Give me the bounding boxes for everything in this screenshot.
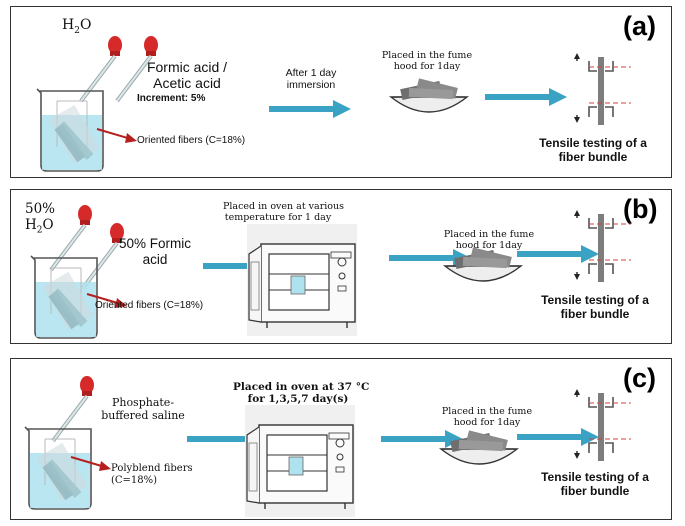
fiber-label: Polyblend fibers (C=18%) [111, 463, 193, 486]
panel-a: (a) H2O Formic acid / Acetic acid Increm… [10, 6, 672, 178]
oven-icon [246, 223, 358, 337]
fiber-label: Oriented fibers (C=18%) [95, 300, 204, 311]
immersion-label: After 1 day immersion [285, 67, 337, 92]
process-arrow-icon [485, 87, 571, 107]
pointer-arrow-icon [70, 456, 112, 472]
pointer-arrow-icon [96, 128, 138, 144]
tensile-test-label: Tensile testing of a fiber bundle [539, 136, 647, 164]
solvent-label: Formic acid / Acetic acid [146, 59, 228, 92]
panel-c: (c) Phosphate- buffered saline Polyblend… [10, 358, 672, 520]
oven-label: Placed in oven at 37 °C for 1,3,5,7 day(… [233, 381, 370, 406]
oven-icon [244, 404, 356, 518]
bowl-icon [444, 246, 522, 282]
tensile-test-icon [573, 209, 632, 283]
water-label: 50% H2O [25, 201, 56, 236]
solvent-label: 50% Formic acid [118, 236, 191, 267]
water-label: H2O [62, 17, 92, 36]
panel-b-label: (b) [623, 194, 658, 224]
oven-label: Placed in oven at various temperature fo… [223, 201, 344, 223]
solvent-label: Phosphate- buffered saline [101, 396, 185, 422]
increment-label: Increment: 5% [137, 93, 206, 104]
fume-hood-label: Placed in the fume hood for 1day [381, 50, 473, 72]
bowl-icon [390, 77, 468, 113]
fume-hood-label: Placed in the fume hood for 1day [441, 406, 533, 428]
tensile-test-label: Tensile testing of a fiber bundle [541, 293, 649, 321]
panel-c-label: (c) [623, 363, 656, 393]
fume-hood-label: Placed in the fume hood for 1day [443, 229, 535, 251]
panel-b: (b) 50% H2O 50% Formic acid Oriented fib… [10, 189, 672, 344]
tensile-test-icon [573, 388, 632, 462]
panel-a-label: (a) [623, 11, 656, 41]
bowl-icon [440, 429, 518, 465]
fiber-label: Oriented fibers (C=18%) [137, 135, 246, 146]
process-arrow-icon [269, 99, 355, 119]
tensile-test-label: Tensile testing of a fiber bundle [541, 470, 649, 498]
tensile-test-icon [573, 52, 632, 126]
